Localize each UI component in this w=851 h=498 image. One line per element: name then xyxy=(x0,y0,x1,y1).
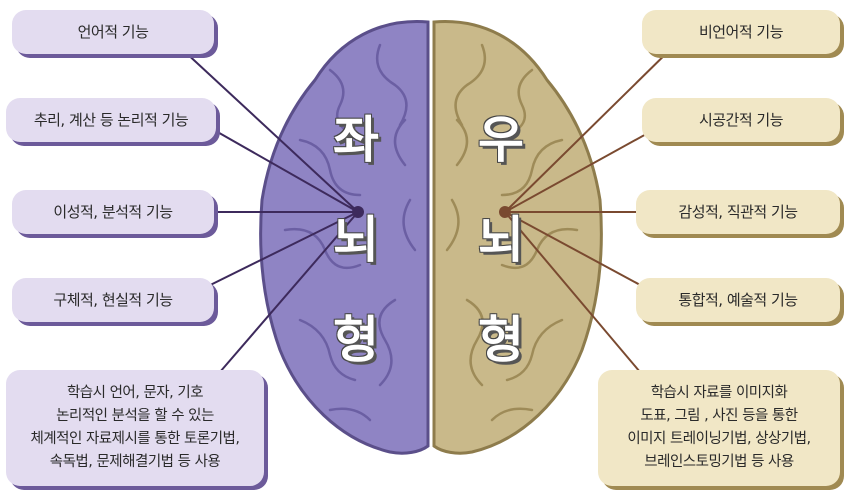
right-title-char-3: 형 xyxy=(478,310,524,369)
right-label-nonverbal: 비언어적 기능 xyxy=(642,10,840,54)
right-label-spatial: 시공간적 기능 xyxy=(642,98,840,142)
right-label-emotional: 감성적, 직관적 기능 xyxy=(636,190,840,234)
right-summary-line-4: 브레인스토밍기법 등 사용 xyxy=(644,454,794,471)
right-hub-dot xyxy=(499,206,511,218)
left-hemisphere xyxy=(259,20,430,455)
left-label-concrete: 구체적, 현실적 기능 xyxy=(12,278,214,322)
left-hub-dot xyxy=(352,206,364,218)
left-label-logical: 추리, 계산 등 논리적 기능 xyxy=(6,98,216,142)
right-summary-line-1: 학습시 자료를 이미지화 xyxy=(650,384,788,401)
left-summary-line-3: 체계적인 자료제시를 통한 토론기법, xyxy=(30,431,240,447)
right-label-artistic: 통합적, 예술적 기능 xyxy=(636,278,840,322)
right-gyri xyxy=(445,43,579,422)
right-summary-line-2: 도표, 그림 , 사진 등을 통한 xyxy=(640,407,798,424)
left-label-verbal: 언어적 기능 xyxy=(12,10,214,54)
left-summary-box: 학습시 언어, 문자, 기호 논리적인 분석을 할 수 있는 체계적인 자료제시… xyxy=(6,370,264,486)
left-title-char-3: 형 xyxy=(333,310,379,369)
right-connectors xyxy=(504,37,683,373)
right-summary-box: 학습시 자료를 이미지화 도표, 그림 , 사진 등을 통한 이미지 트레이닝기… xyxy=(598,370,840,486)
left-summary-line-4: 속독법, 문제해결기법 등 사용 xyxy=(49,454,221,471)
right-summary-line-3: 이미지 트레이닝기법, 상상기법, xyxy=(627,431,811,447)
left-summary-line-2: 논리적인 분석을 할 수 있는 xyxy=(56,407,214,424)
left-title-char-1: 좌 xyxy=(333,110,379,169)
right-title-char-2: 뇌 xyxy=(478,210,524,269)
right-title-char-1: 우 xyxy=(478,110,524,169)
left-label-rational: 이성적, 분석적 기능 xyxy=(12,190,214,234)
left-title-char-2: 뇌 xyxy=(333,210,379,269)
left-summary-line-1: 학습시 언어, 문자, 기호 xyxy=(66,384,204,401)
